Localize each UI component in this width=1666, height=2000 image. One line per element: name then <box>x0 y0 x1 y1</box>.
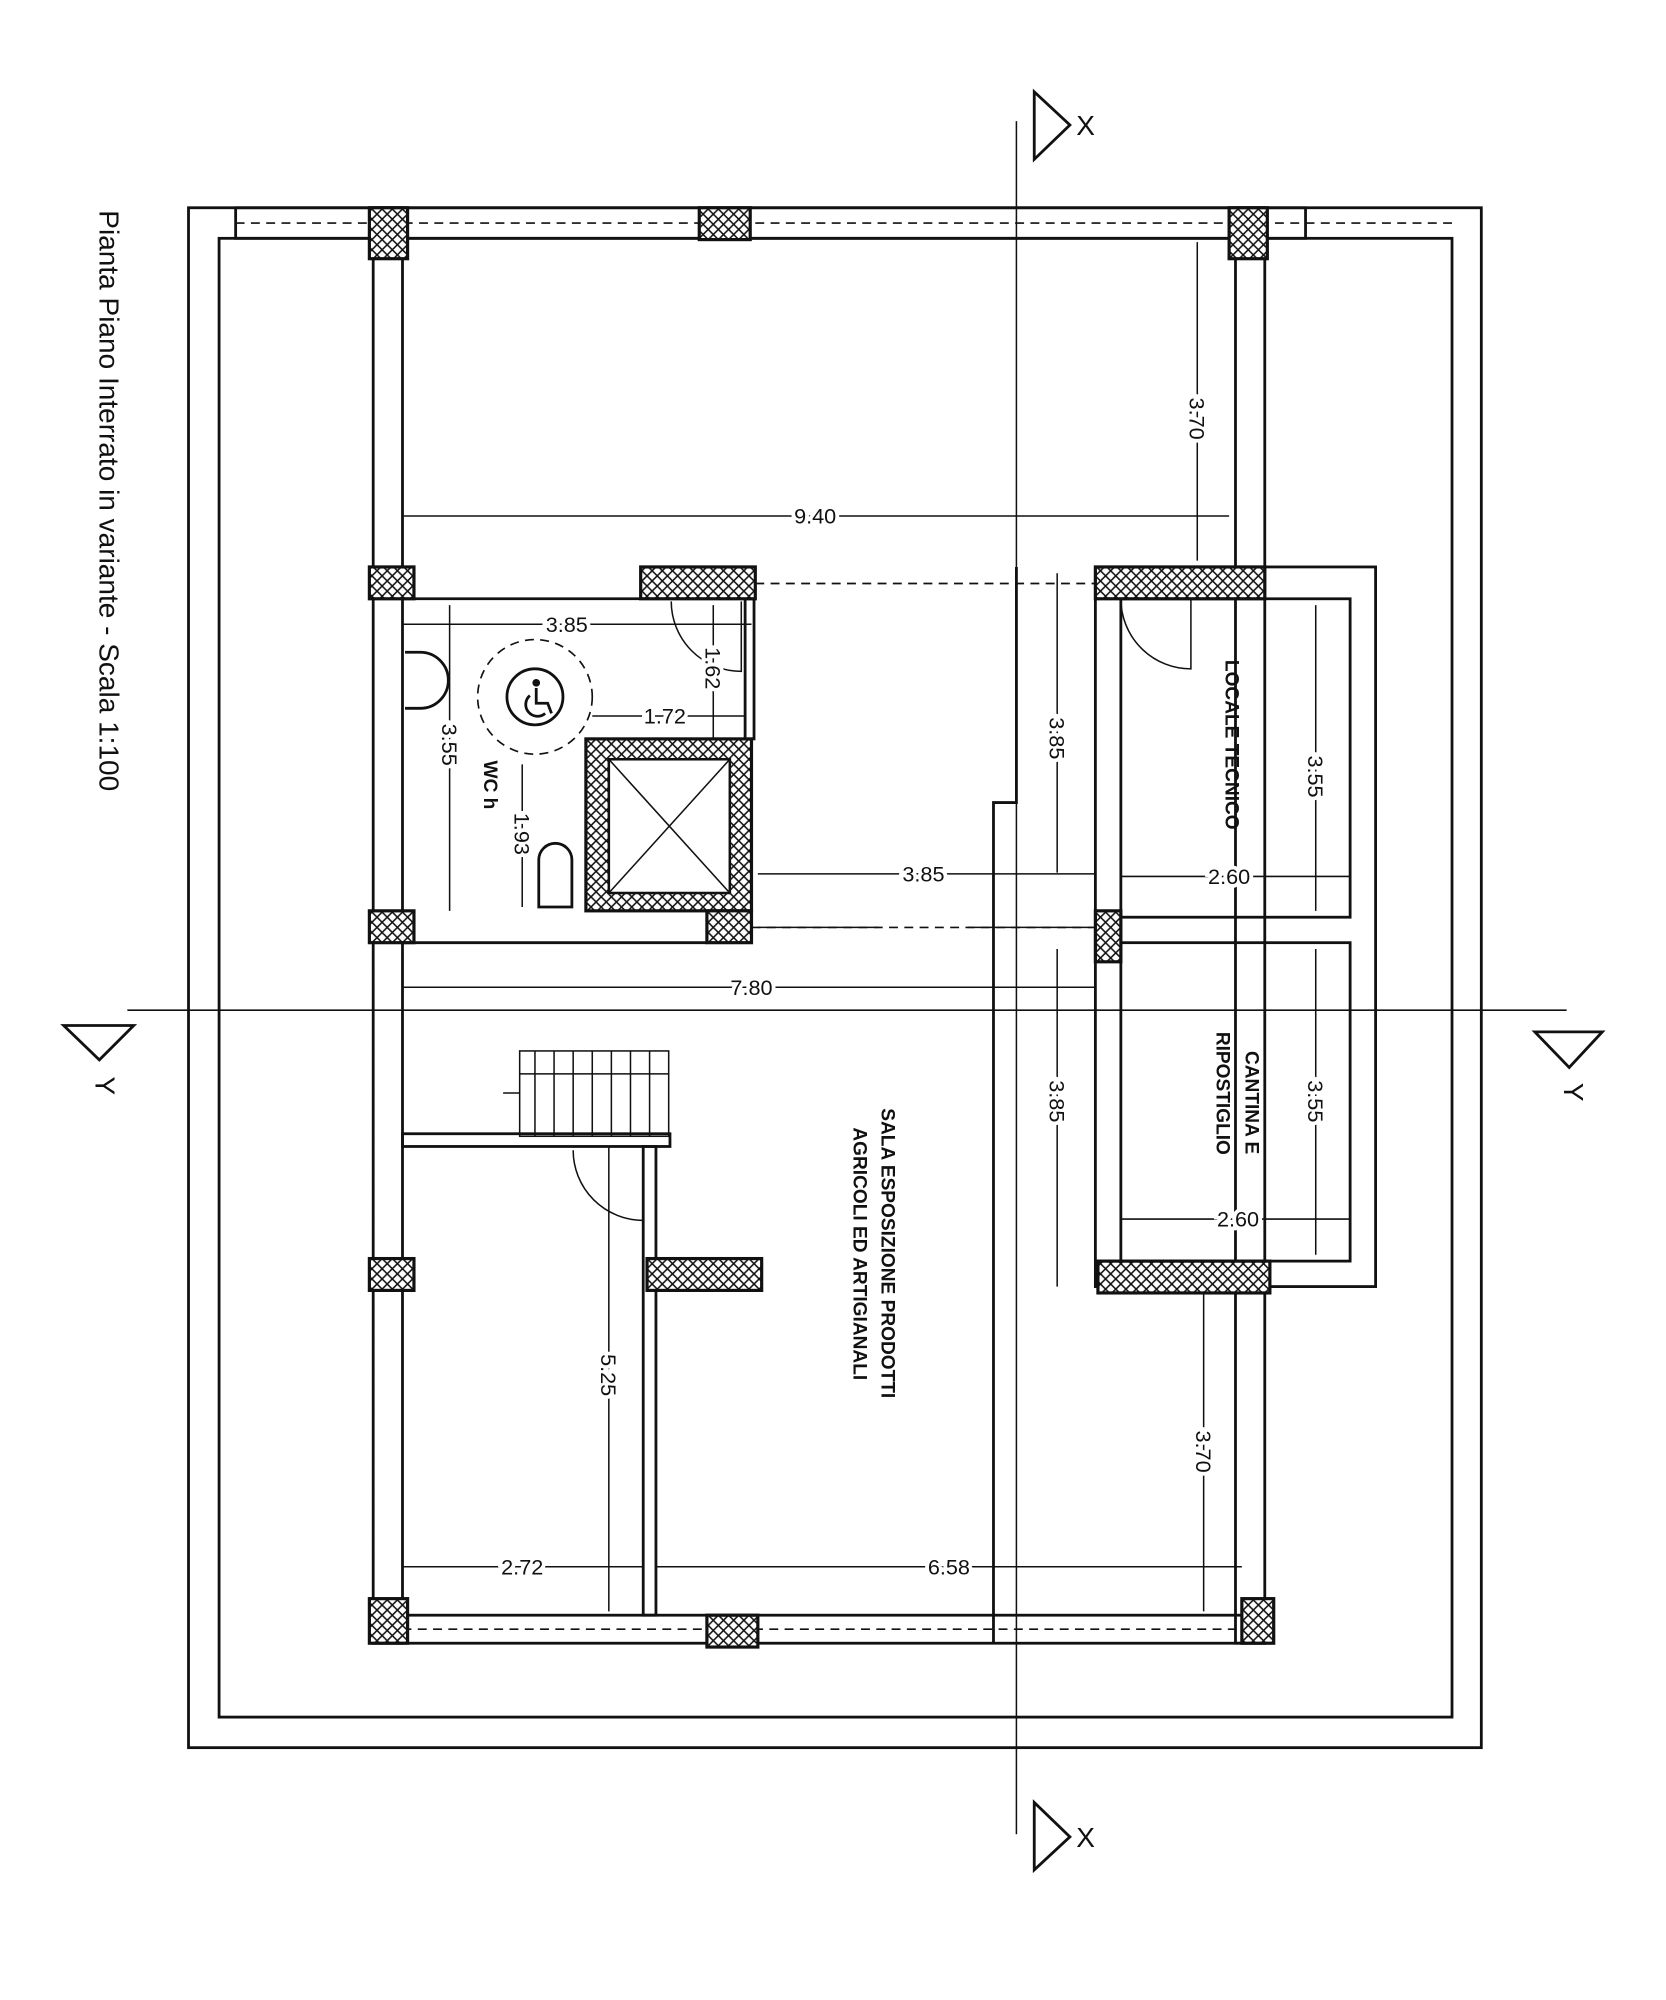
dim-wc-width: 3.85 <box>546 612 588 637</box>
wc-fixtures <box>405 638 594 909</box>
dim-wc-door: 1.62 <box>701 647 726 689</box>
room-label-wc: WC h <box>479 761 500 810</box>
dim-corridor-depth-lower: 3.85 <box>1045 1080 1070 1122</box>
dim-corridor-width: 3.85 <box>902 862 944 887</box>
dim-cantina-width: 2.60 <box>1217 1207 1259 1232</box>
doors <box>572 598 1192 1222</box>
dimension-lines <box>402 242 1351 1612</box>
room-label-cantina-line1: CANTINA E <box>1241 1051 1262 1154</box>
site-boundary <box>187 206 1483 1750</box>
dim-tecnico-depth: 3.55 <box>1303 755 1328 797</box>
dim-bottom-right-width: 6.58 <box>928 1554 970 1579</box>
room-label-sala-line2: AGRICOLI ED ARTIGIANALI <box>848 1127 869 1380</box>
structural-columns <box>367 206 1276 1649</box>
drawing-title: Pianta Piano Interrato in variante - Sca… <box>93 210 124 791</box>
dim-tecnico-width: 2.60 <box>1208 864 1250 889</box>
section-lines <box>60 88 1606 1874</box>
dim-bottom-left-width: 2.72 <box>501 1554 543 1579</box>
dim-wc-clearance: 1.72 <box>644 704 686 729</box>
staircase <box>503 1050 670 1138</box>
perimeter-walls <box>234 206 1453 1645</box>
dim-wc-toilet: 1.93 <box>510 813 535 855</box>
dim-corridor-depth-upper: 3.85 <box>1045 717 1070 759</box>
section-y-right-label: Y <box>1558 1083 1589 1102</box>
room-label-sala-line1: SALA ESPOSIZIONE PRODOTTI <box>876 1108 897 1398</box>
section-y-left-label: Y <box>90 1076 121 1095</box>
room-label-cantina-line2: RIPOSTIGLIO <box>1211 1032 1232 1155</box>
dim-bottom-right-depth: 3.70 <box>1191 1431 1216 1473</box>
elevator <box>584 737 754 913</box>
section-x-bottom-label: X <box>1076 1822 1095 1853</box>
dim-mid-width: 7.80 <box>730 975 772 1000</box>
room-label-locale-tecnico: LOCALE TECNICO <box>1220 660 1241 830</box>
accessibility-icon <box>524 679 553 718</box>
dim-cantina-depth: 3.55 <box>1303 1080 1328 1122</box>
section-x-top-label: X <box>1076 110 1095 141</box>
dim-top-width: 9.40 <box>794 504 836 529</box>
dim-top-right-depth: 3.70 <box>1185 398 1210 440</box>
dim-wc-depth: 3.55 <box>437 724 462 766</box>
dimension-labels: 3.70 9.40 3.85 1.62 1.72 3.55 1.93 WC h … <box>433 394 1332 1584</box>
dim-stair-room-depth: 5.25 <box>596 1354 621 1396</box>
